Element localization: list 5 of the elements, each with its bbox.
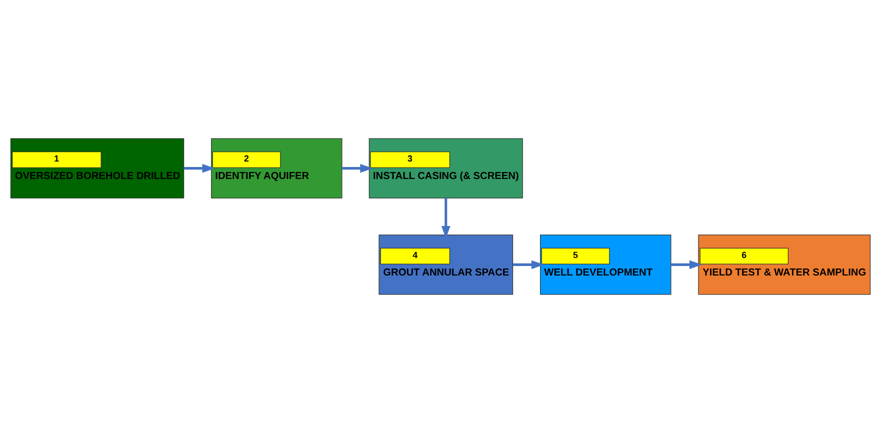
arrow <box>342 163 373 172</box>
arrow <box>184 163 216 172</box>
arrow <box>512 260 544 269</box>
arrow <box>671 260 702 269</box>
arrow <box>441 198 450 238</box>
